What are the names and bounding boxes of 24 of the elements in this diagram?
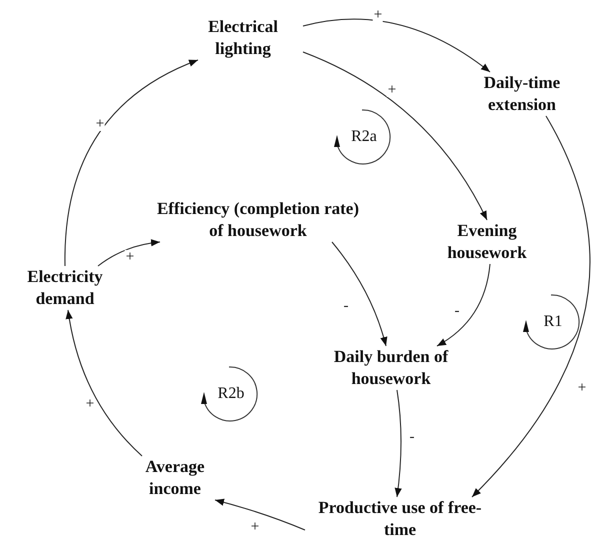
loop-label: R1 <box>544 313 562 331</box>
arrow <box>64 60 198 266</box>
arrow <box>394 390 402 498</box>
arrow <box>302 52 488 220</box>
arrow <box>436 264 490 346</box>
polarity-label: + <box>372 8 384 22</box>
node-label: Productive use of free-time <box>317 497 483 540</box>
loop-label: R2b <box>218 385 244 403</box>
polarity-label: + <box>94 117 106 131</box>
node-label: Efficiency (completion rate) of housework <box>156 198 360 242</box>
node-label: Daily burden of housework <box>332 346 450 390</box>
node-label: Electrical lighting <box>207 16 279 60</box>
arrow <box>302 18 490 72</box>
loop-label: R2a <box>351 128 377 146</box>
arrow <box>332 242 388 346</box>
node-label: Average income <box>144 456 206 500</box>
node-label: Evening housework <box>446 220 528 264</box>
arrow <box>214 498 306 530</box>
node-label: Electricity demand <box>26 266 104 310</box>
arrow <box>472 116 590 498</box>
node-label: Daily-time extension <box>482 72 562 116</box>
arrow <box>98 239 160 266</box>
polarity-label: + <box>386 83 398 97</box>
arrow <box>66 310 142 456</box>
